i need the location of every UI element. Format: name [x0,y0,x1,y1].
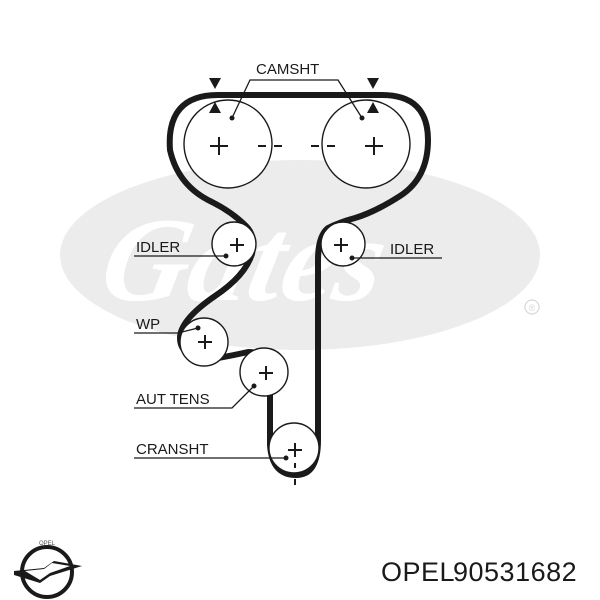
crankshaft-label: CRANSHT [136,441,209,458]
water-pump-center-icon [198,335,212,349]
camshaft-pulley-right [321,99,411,189]
brand-name: OPEL [381,557,455,587]
idler-left-label: IDLER [136,239,180,256]
auto-tensioner-label: AUT TENS [136,391,210,408]
registered-mark: ® [529,303,536,313]
timing-mark-left-icon [209,78,221,113]
part-number: 90531682 [453,557,577,587]
idler-left-center-icon [230,238,244,252]
svg-text:OPEL: OPEL [39,541,56,547]
camshaft-label: CAMSHT [256,61,319,78]
camshaft-left-center-icon [210,137,228,155]
idler-right-label: IDLER [390,241,434,258]
gates-watermark: Gates ® [60,160,540,350]
water-pump-label: WP [136,316,160,333]
idler-right-center-icon [334,238,348,252]
camshaft-leader [231,79,363,119]
camshaft-right-center-icon [365,137,383,155]
timing-mark-right-icon [367,78,379,113]
auto-tensioner-center-icon [259,366,273,380]
crankshaft-center-icon [288,443,302,457]
camshaft-pulley-left [183,99,273,189]
opel-logo-icon: OPEL [14,541,82,599]
